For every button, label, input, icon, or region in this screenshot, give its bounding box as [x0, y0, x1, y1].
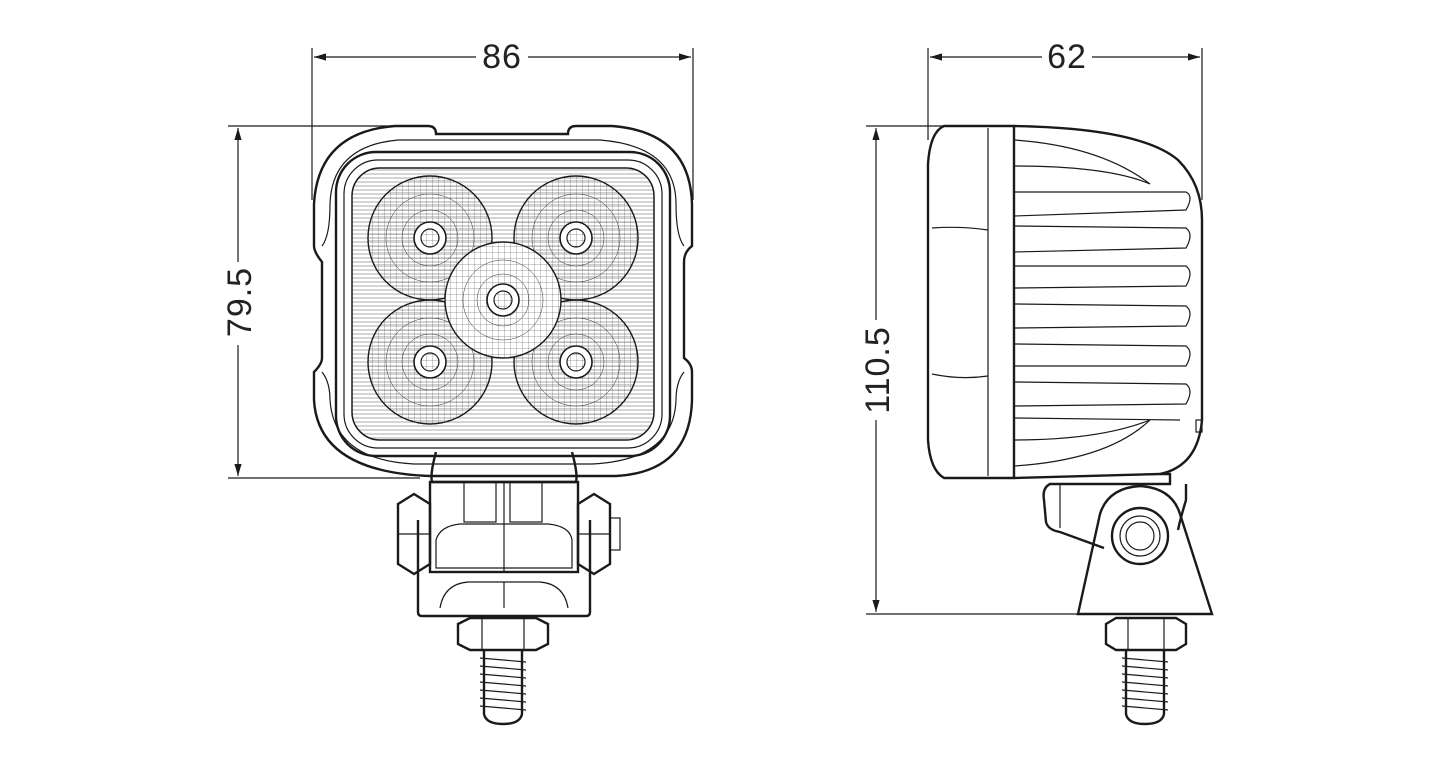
width-label: 86	[482, 38, 522, 76]
height-dimension: 79.5	[221, 125, 420, 479]
total-height-dimension: 110.5	[859, 125, 1080, 615]
depth-dimension: 62	[927, 38, 1203, 200]
height-label: 79.5	[221, 267, 259, 337]
side-body	[926, 124, 1204, 480]
front-view: 86 79.5	[221, 38, 694, 726]
side-bracket	[1042, 472, 1214, 616]
front-bracket	[396, 451, 621, 618]
lens-center	[444, 241, 562, 359]
cooling-fins	[1013, 191, 1191, 421]
side-thread	[1121, 657, 1169, 711]
front-stud	[456, 616, 550, 726]
depth-label: 62	[1047, 38, 1087, 76]
total-height-label: 110.5	[859, 326, 897, 414]
side-view: 62 110.5	[859, 38, 1214, 726]
front-thread	[479, 657, 527, 711]
side-stud	[1104, 616, 1188, 726]
front-lenses	[367, 175, 639, 425]
width-dimension: 86	[311, 38, 694, 200]
